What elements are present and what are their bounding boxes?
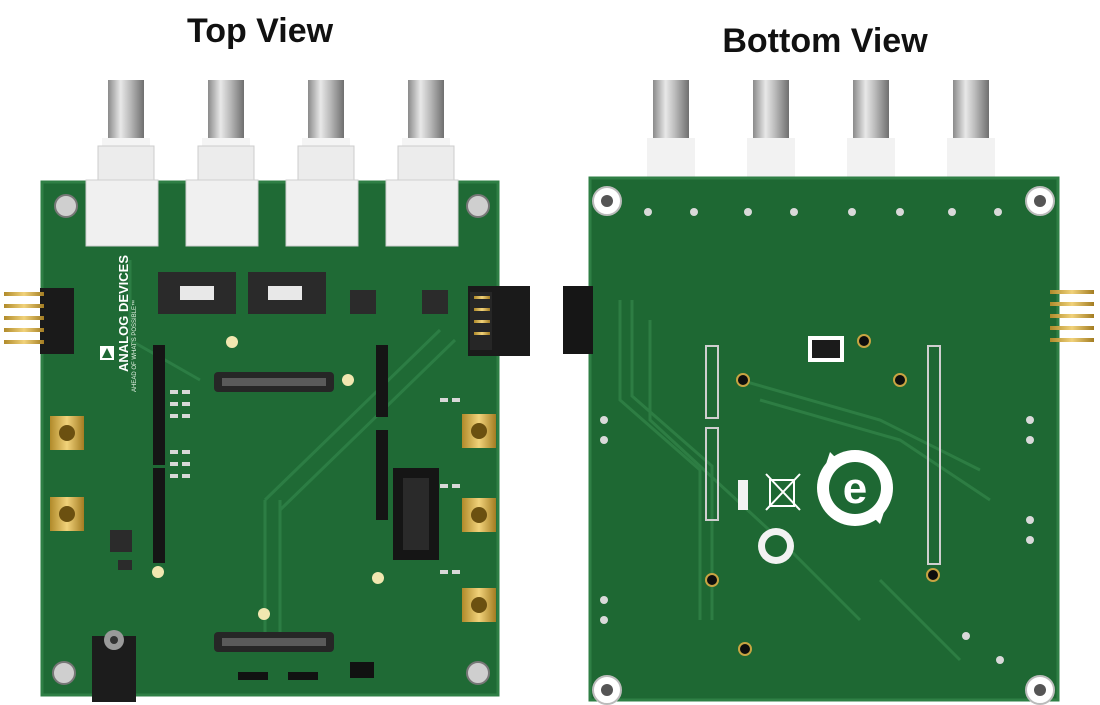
analog-devices-logo-icon	[100, 346, 114, 360]
top-traces	[128, 260, 457, 640]
bottom-left-header	[563, 286, 593, 354]
bottom-pcb	[588, 176, 1060, 702]
recycle-e-icon: e	[817, 450, 893, 526]
top-barrel-jack	[92, 630, 136, 702]
top-test-pads	[152, 336, 384, 620]
logo-tagline: AHEAD OF WHAT'S POSSIBLE™	[131, 300, 138, 392]
svg-text:e: e	[843, 464, 867, 513]
bottom-view-title: Bottom View	[722, 22, 928, 60]
bottom-label-bar	[738, 480, 748, 510]
bottom-traces	[618, 300, 991, 662]
top-boxed-header	[393, 468, 439, 560]
bottom-small-pads	[600, 208, 1034, 664]
top-jumpers	[238, 662, 374, 680]
bottom-via-pads	[705, 334, 940, 656]
crossed-bin-icon	[765, 473, 801, 511]
top-passives	[170, 390, 460, 574]
top-bnc-connectors	[85, 80, 459, 247]
bottom-small-header	[808, 336, 844, 362]
bottom-right-pins	[1050, 290, 1094, 342]
bottom-bnc-connectors	[647, 80, 995, 178]
top-fmc-connectors	[214, 372, 334, 652]
top-view-title: Top View	[186, 12, 334, 50]
top-view-board: ANALOG DEVICES AHEAD OF WHAT'S POSSIBLE™	[4, 80, 530, 702]
bottom-vertical-headers	[705, 345, 941, 565]
compliance-logo-inner	[765, 535, 787, 557]
top-left-pin-header	[4, 288, 74, 354]
top-right-pin-header	[468, 286, 530, 356]
top-dip-switches	[158, 272, 326, 314]
bottom-mounting-holes	[592, 186, 1055, 705]
logo-brand: ANALOG DEVICES	[116, 255, 131, 372]
top-pcb	[40, 180, 500, 697]
top-mounting-holes	[52, 194, 490, 685]
top-ics	[110, 290, 448, 570]
top-sma-connectors	[50, 414, 496, 622]
bottom-view-board: e	[563, 80, 1094, 705]
top-vertical-headers	[153, 345, 388, 563]
